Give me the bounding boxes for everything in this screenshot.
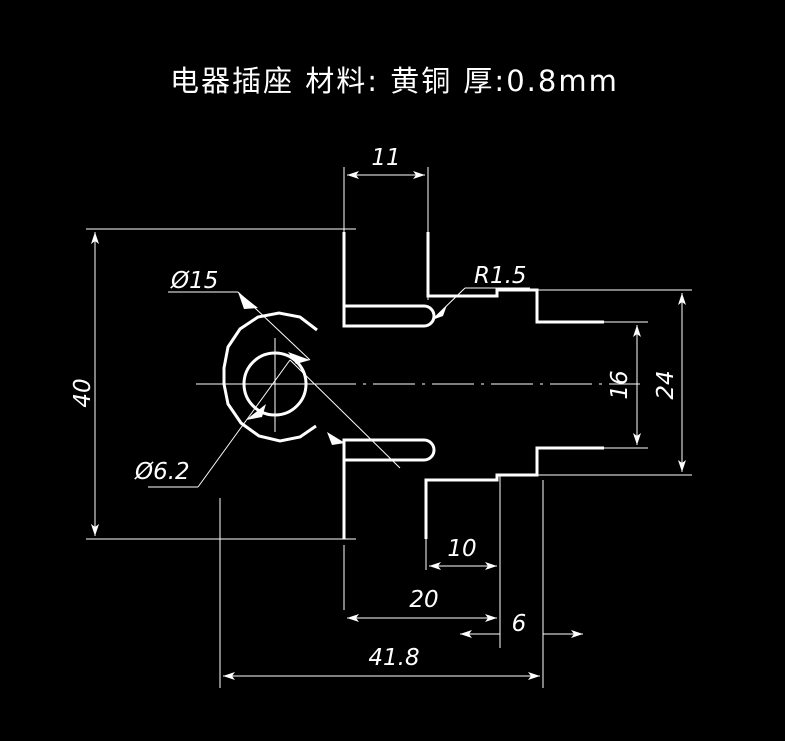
center-hole-circle <box>242 351 308 417</box>
upper-slot-profile <box>342 232 436 328</box>
dim-text-10: 10 <box>447 536 476 562</box>
leader-arrow-d15b <box>288 352 310 364</box>
leader-arrow-d62 <box>246 404 266 420</box>
dim-text-d62: Ø6.2 <box>134 459 190 485</box>
upper-right-step-profile <box>426 232 604 324</box>
dim-text-41-8: 41.8 <box>368 645 419 671</box>
dim-text-r15: R1.5 <box>474 263 527 289</box>
dim-text-6: 6 <box>512 611 527 637</box>
leader-line-d62c <box>289 359 401 469</box>
part-outline <box>222 232 604 539</box>
center-lines <box>196 338 640 432</box>
lower-slot-profile <box>342 438 436 539</box>
leader-arrow-d62b <box>327 432 345 445</box>
dim-text-40: 40 <box>70 378 96 407</box>
leader-arrow-d15 <box>238 292 258 309</box>
extension-lines <box>86 167 692 688</box>
leader-line-d62 <box>197 359 291 488</box>
dimension-lines <box>91 171 686 680</box>
leader-arrow-r15 <box>432 305 447 320</box>
lower-right-step-profile <box>424 446 604 539</box>
drawing-title: 电器插座 材料: 黄铜 厚:0.8mm <box>170 64 619 98</box>
leader-lines <box>148 287 530 488</box>
dim-text-20: 20 <box>409 587 438 613</box>
dimension-text: 40 11 R1.5 Ø15 Ø6.2 16 24 10 20 6 41.8 <box>70 145 679 671</box>
dim-text-24: 24 <box>653 370 679 399</box>
boss-outer-circle <box>222 311 318 443</box>
dim-text-16: 16 <box>607 370 633 399</box>
dim-text-11: 11 <box>371 145 400 171</box>
dim-text-d15: Ø15 <box>170 268 218 294</box>
